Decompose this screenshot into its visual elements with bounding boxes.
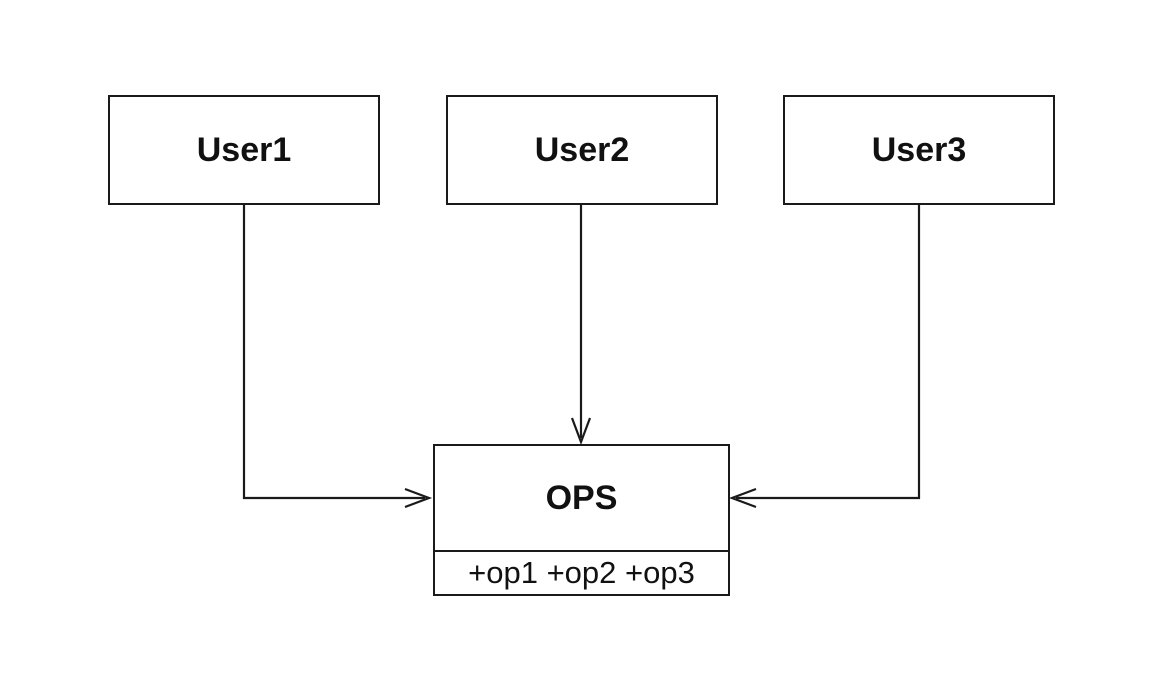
connector-user3-ops xyxy=(736,205,921,500)
ops-operations-compartment: +op1 +op2 +op3 xyxy=(435,552,728,594)
arrowhead-user1-ops xyxy=(404,487,433,509)
ops-class-name: OPS xyxy=(435,446,728,552)
arrowhead-user3-ops xyxy=(728,487,757,509)
ops-class-node: OPS +op1 +op2 +op3 xyxy=(433,444,730,596)
user1-label: User1 xyxy=(196,130,292,169)
ops-name-label: OPS xyxy=(545,478,618,517)
user3-label: User3 xyxy=(871,130,967,169)
connector-user1-ops xyxy=(242,205,425,500)
user2-label: User2 xyxy=(534,130,630,169)
ops-operations-label: +op1 +op2 +op3 xyxy=(468,555,695,590)
arrowhead-user2-ops xyxy=(570,417,592,446)
user1-node: User1 xyxy=(108,95,380,205)
user2-node: User2 xyxy=(446,95,718,205)
user3-node: User3 xyxy=(783,95,1055,205)
